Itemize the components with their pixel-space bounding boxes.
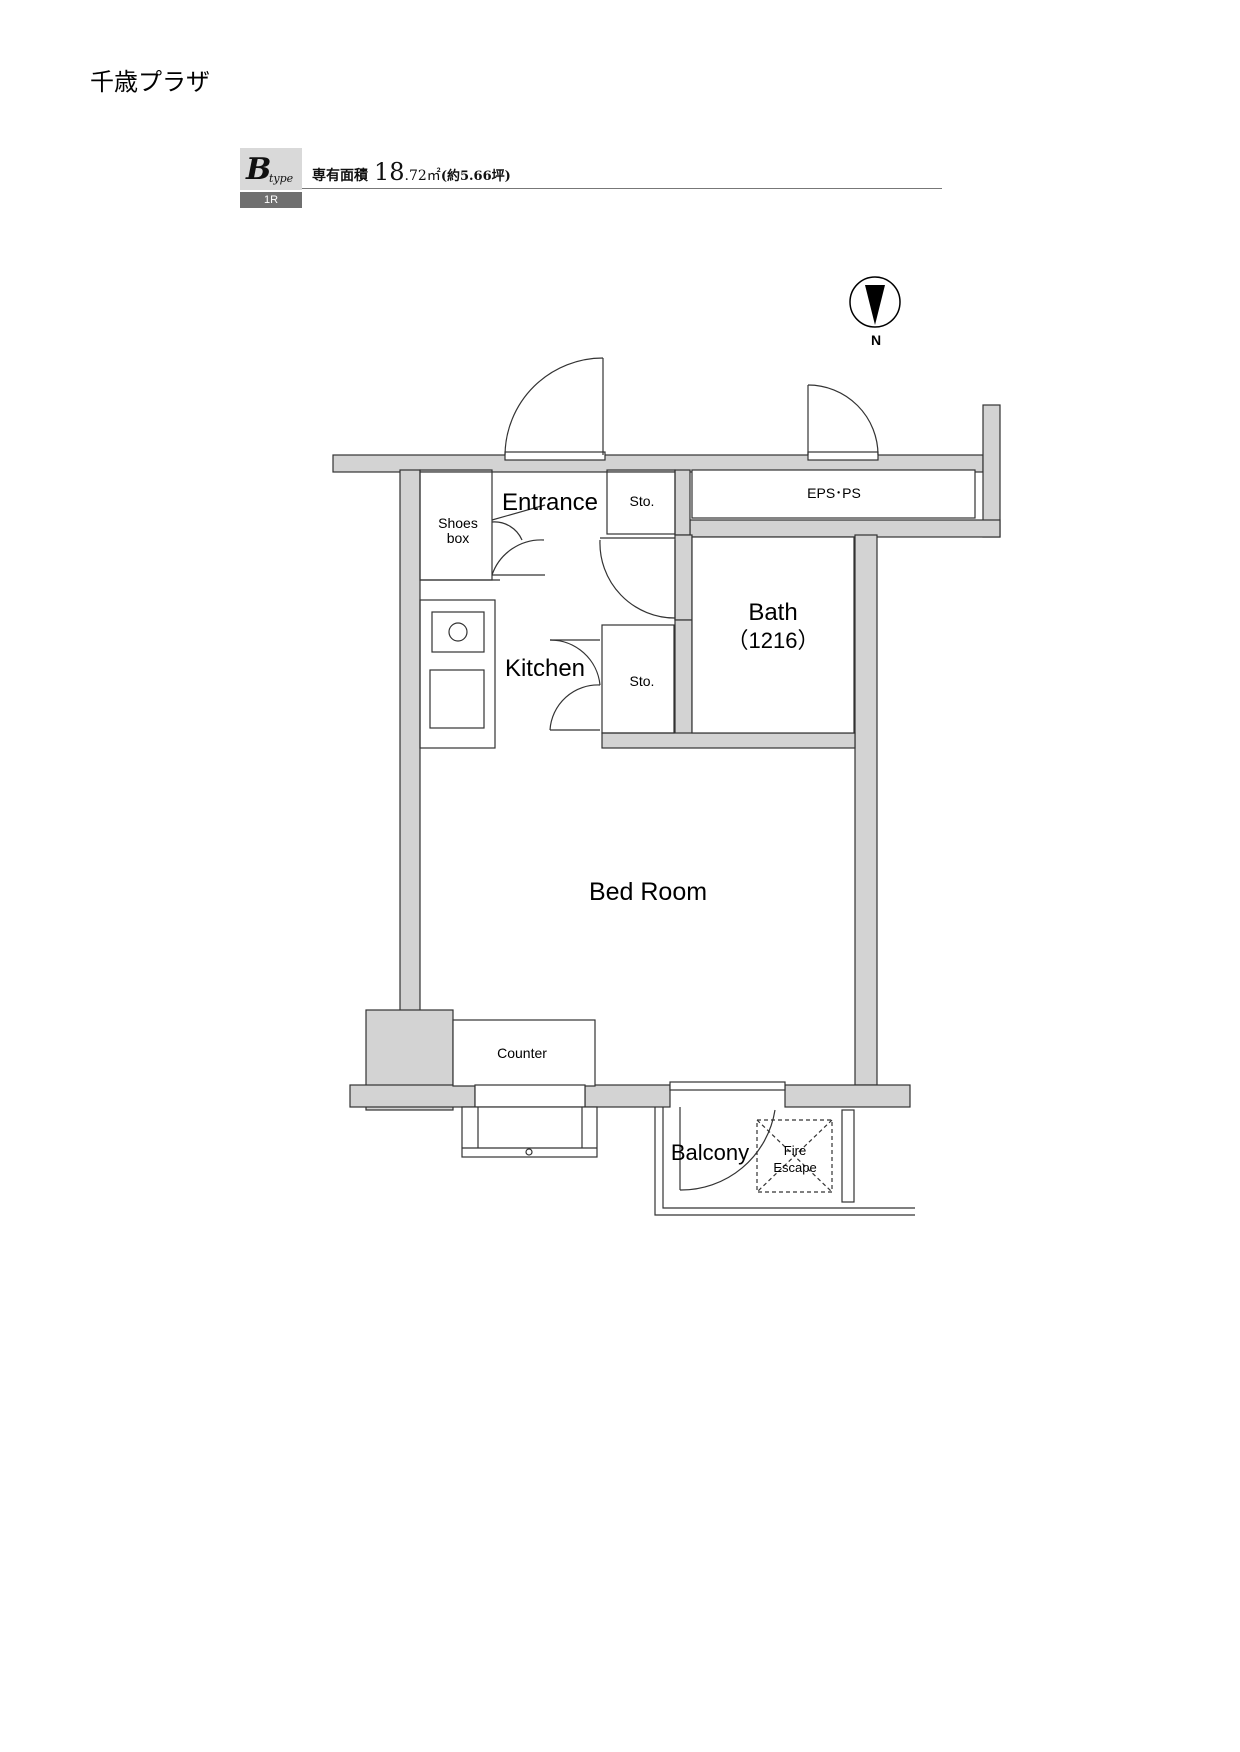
label-bath-size: （1216）	[727, 628, 820, 653]
unit-layout-label: 1R	[240, 192, 302, 208]
label-storage-top: Sto.	[630, 493, 655, 509]
kitchen-counter	[419, 599, 496, 749]
eps-ps-box	[691, 469, 976, 519]
unit-type-letter: B	[246, 152, 272, 187]
eps-door-swing	[807, 384, 879, 456]
kitchen-sink	[431, 611, 485, 653]
label-counter: Counter	[497, 1045, 547, 1061]
eps-door-opening	[807, 451, 879, 461]
wall-bath-bottom	[601, 732, 856, 749]
label-bedroom: Bed Room	[589, 878, 707, 906]
fixtures	[419, 357, 976, 1216]
shoes-box-door-swing-2	[491, 539, 545, 576]
fire-escape-hatch	[756, 1119, 833, 1193]
kitchen-sink-drain	[448, 622, 468, 642]
label-kitchen: Kitchen	[505, 655, 585, 682]
wall-top-right-riser	[982, 404, 1001, 538]
shoes-box-door-leaf-1	[491, 504, 546, 521]
kitchen-stove	[429, 669, 485, 729]
floor-area: 専有面積 18.72㎡(約5.66坪)	[312, 158, 511, 186]
wall-bottom-mid	[584, 1084, 671, 1108]
wall-eps-left	[674, 469, 691, 536]
floor-area-tsubo: (約5.66坪)	[440, 169, 511, 184]
wall-right	[854, 534, 878, 1086]
storage-kitchen-door-swing-2	[549, 684, 601, 731]
wall-bath-left-lower	[674, 619, 693, 736]
label-balcony: Balcony	[671, 1140, 749, 1165]
shoes-box-door-swing-1	[491, 521, 523, 541]
label-shoes-box-1: Shoes	[438, 515, 478, 531]
label-eps-ps: EPS･PS	[807, 485, 861, 501]
compass-needle-icon	[865, 285, 885, 325]
fire-escape-cross-2	[756, 1119, 833, 1193]
floor-area-integer: 18	[374, 158, 405, 186]
label-fire-escape-2: Escape	[773, 1160, 816, 1175]
header-rule	[302, 188, 942, 189]
storage-kitchen-door-swing-1	[549, 639, 601, 686]
unit-type-badge: B type 1R	[240, 148, 302, 208]
compass-circle	[849, 276, 901, 328]
floor-area-label: 専有面積	[312, 168, 368, 184]
property-title: 千歳プラザ	[90, 68, 210, 96]
storage-top-box	[606, 469, 676, 535]
compass: N	[849, 276, 901, 348]
unit-type-suffix: type	[269, 172, 294, 185]
balcony-door-opening	[669, 1081, 786, 1091]
bay-window-latch	[525, 1148, 533, 1156]
entrance-door-opening	[504, 451, 606, 461]
label-entrance: Entrance	[502, 489, 598, 516]
entrance-door-swing	[504, 357, 604, 456]
wall-bath-left-upper	[674, 534, 693, 621]
compass-north-label: N	[871, 332, 881, 348]
bath-door-swing	[599, 539, 676, 619]
label-bath: Bath	[748, 599, 797, 626]
wall-eps-bottom	[689, 519, 1001, 538]
balcony-outline-inner	[654, 1107, 915, 1216]
label-storage-kitchen: Sto.	[630, 673, 655, 689]
wall-left	[399, 469, 421, 1021]
balcony-door-swing	[679, 1109, 776, 1191]
balcony-outline-outer	[662, 1107, 915, 1209]
counter-box	[452, 1019, 596, 1087]
unit-type-badge-top: B type	[240, 148, 302, 190]
bay-window-top	[474, 1084, 586, 1108]
balcony-partition	[841, 1109, 855, 1203]
label-shoes-box-2: box	[447, 530, 470, 546]
label-fire-escape-1: Fire	[784, 1143, 806, 1158]
storage-kitchen-box	[601, 624, 675, 734]
wall-bottom-left	[349, 1084, 476, 1108]
floor-area-decimal: .72㎡	[404, 168, 441, 184]
bath-interior	[691, 536, 855, 734]
wall-bottom-right	[784, 1084, 911, 1108]
